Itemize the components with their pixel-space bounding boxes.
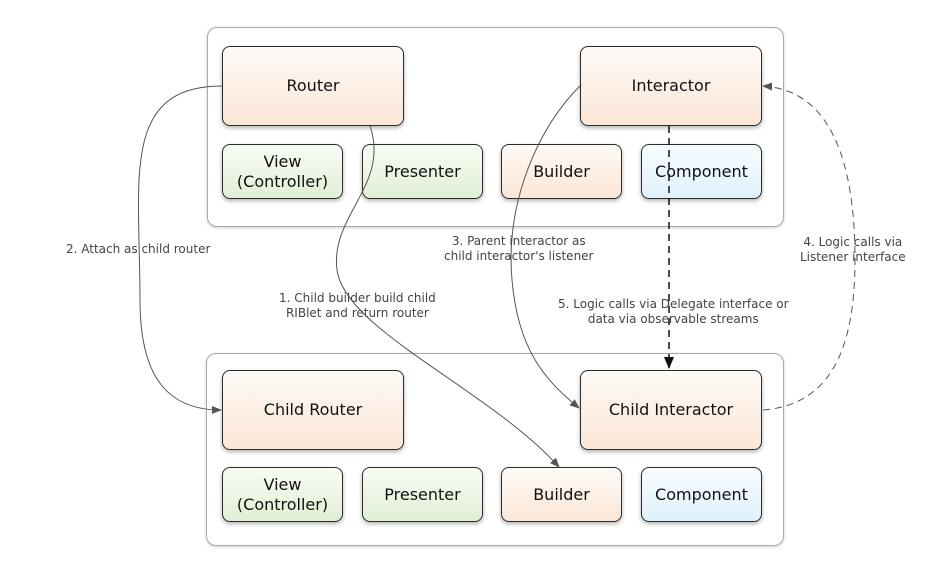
child-component-node[interactable]: Component bbox=[641, 467, 762, 522]
label-listener-calls: 4. Logic calls via Listener interface bbox=[800, 235, 906, 264]
parent-router-node[interactable]: Router bbox=[222, 46, 404, 126]
parent-builder-node[interactable]: Builder bbox=[501, 144, 622, 199]
parent-interactor-node[interactable]: Interactor bbox=[580, 46, 762, 126]
parent-component-node[interactable]: Component bbox=[641, 144, 762, 199]
child-view-controller-node[interactable]: View (Controller) bbox=[222, 467, 343, 522]
child-presenter-node[interactable]: Presenter bbox=[362, 467, 483, 522]
child-builder-node[interactable]: Builder bbox=[501, 467, 622, 522]
label-delegate-streams: 5. Logic calls via Delegate interface or… bbox=[558, 297, 789, 326]
parent-view-controller-node[interactable]: View (Controller) bbox=[222, 144, 343, 199]
parent-presenter-node[interactable]: Presenter bbox=[362, 144, 483, 199]
label-parent-listener: 3. Parent interactor as child interactor… bbox=[444, 234, 594, 263]
child-interactor-node[interactable]: Child Interactor bbox=[580, 370, 762, 450]
child-router-node[interactable]: Child Router bbox=[222, 370, 404, 450]
label-attach-child-router: 2. Attach as child router bbox=[66, 242, 211, 256]
label-child-builder-build: 1. Child builder build child RIBlet and … bbox=[279, 291, 436, 320]
